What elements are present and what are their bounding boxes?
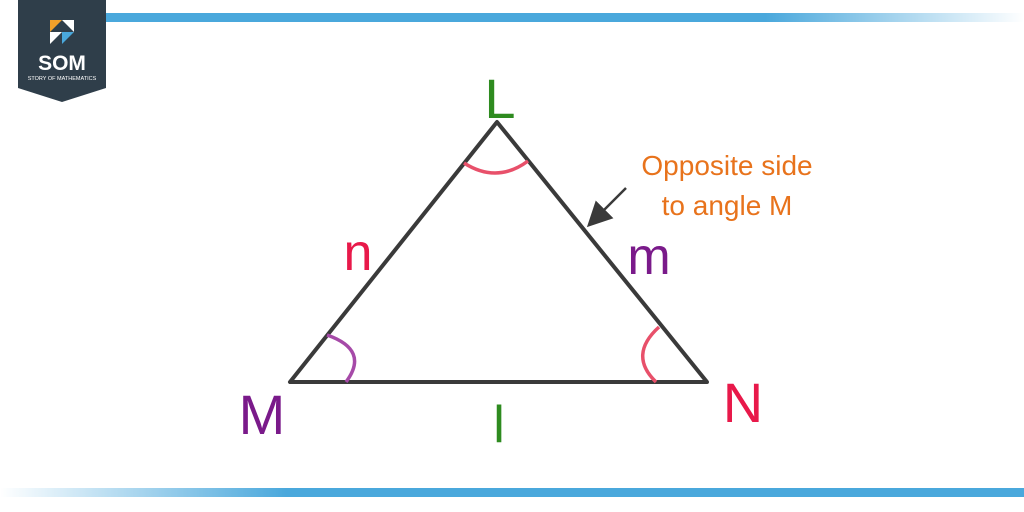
- vertex-label-l: L: [484, 67, 515, 130]
- angle-arc-m: [326, 333, 357, 384]
- angle-arc-l: [463, 159, 530, 175]
- annotation-arrow: [586, 187, 627, 228]
- angle-arc-n: [641, 325, 661, 384]
- triangle-lmn: [288, 120, 709, 384]
- som-logo: SOM STORY OF MATHEMATICS: [18, 0, 106, 102]
- top-banner: [100, 13, 1024, 22]
- logo-text: SOM: [38, 52, 86, 75]
- side-label-m: m: [627, 228, 670, 286]
- logo-tagline: STORY OF MATHEMATICS: [28, 76, 97, 82]
- annotation-line-1: Opposite side: [641, 150, 812, 181]
- bottom-banner: [0, 488, 1024, 497]
- logo-mark-icon: [50, 20, 74, 44]
- side-label-n: n: [344, 224, 373, 282]
- vertex-label-n: N: [723, 371, 763, 434]
- side-label-l: l: [493, 396, 505, 454]
- annotation-line-2: to angle M: [662, 190, 793, 221]
- vertex-label-m: M: [239, 383, 286, 446]
